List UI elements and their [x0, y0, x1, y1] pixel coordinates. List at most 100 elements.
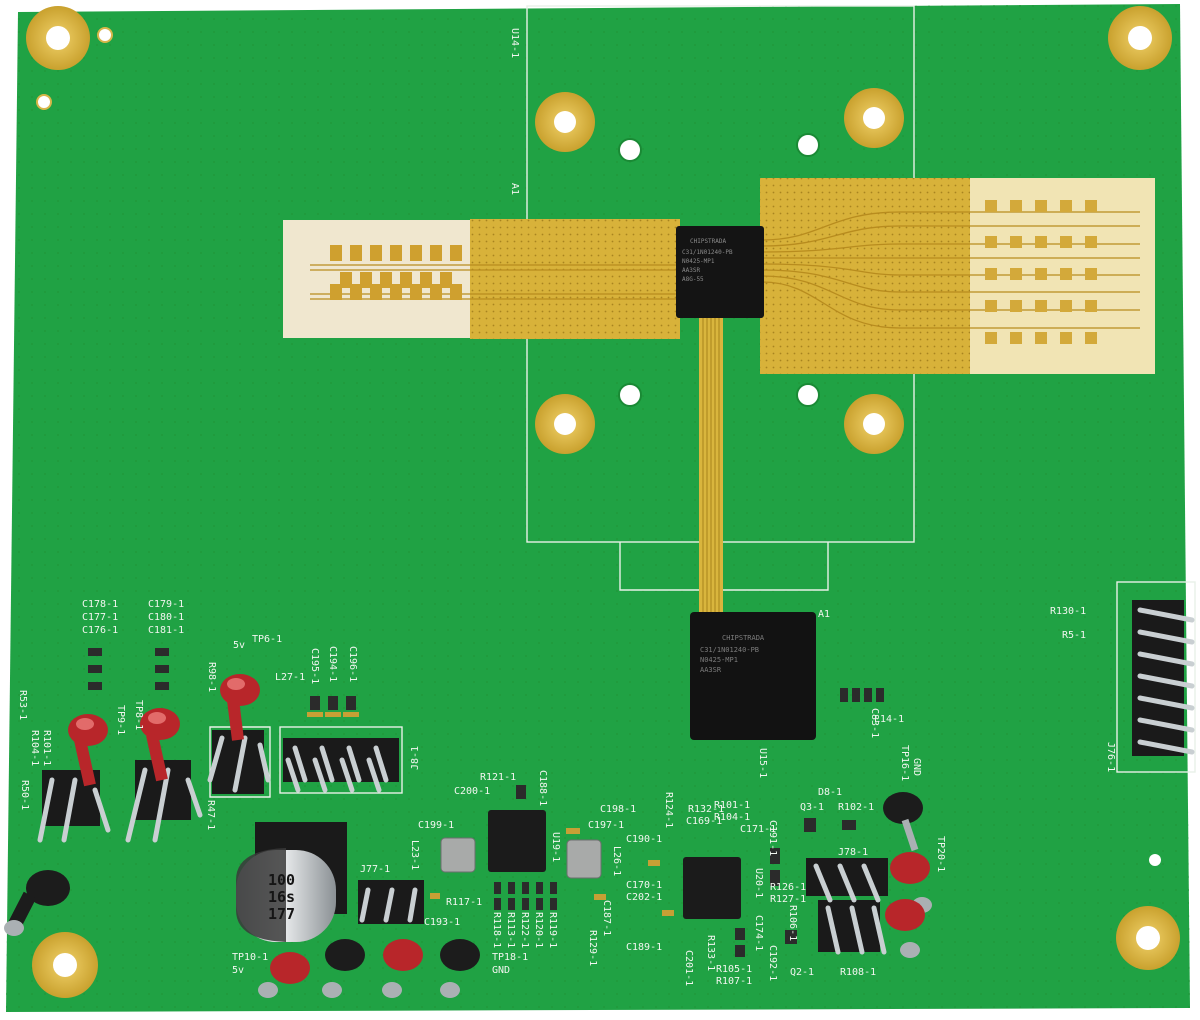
svg-text:R127-1: R127-1	[770, 894, 806, 905]
svg-text:R113-1: R113-1	[505, 912, 516, 948]
svg-text:R104-1: R104-1	[714, 812, 750, 823]
svg-text:C180-1: C180-1	[148, 612, 184, 623]
mounting-hole	[26, 6, 90, 70]
mounting-holes	[26, 6, 1180, 998]
svg-text:C179-1: C179-1	[148, 599, 184, 610]
svg-text:C178-1: C178-1	[82, 599, 118, 610]
svg-text:C198-1: C198-1	[600, 804, 636, 815]
rf-section-right	[760, 178, 1155, 374]
svg-text:U14-1: U14-1	[509, 28, 520, 58]
svg-text:100: 100	[268, 871, 295, 889]
svg-text:TP8-1: TP8-1	[133, 700, 144, 730]
svg-text:N0425-MP1: N0425-MP1	[700, 656, 738, 664]
svg-text:R126-1: R126-1	[770, 882, 806, 893]
svg-text:U15-1: U15-1	[757, 748, 768, 778]
svg-text:C174-1: C174-1	[753, 915, 764, 951]
svg-text:R120-1: R120-1	[533, 912, 544, 948]
mounting-hole	[1108, 6, 1172, 70]
svg-text:R122-1: R122-1	[519, 912, 530, 948]
svg-text:C200-1: C200-1	[454, 786, 490, 797]
svg-text:R47-1: R47-1	[205, 800, 216, 830]
svg-text:R106-1: R106-1	[787, 905, 798, 941]
rf-section-left	[283, 219, 680, 339]
svg-text:R124-1: R124-1	[663, 792, 674, 828]
svg-text:C191-1: C191-1	[767, 820, 778, 856]
mounting-hole	[535, 92, 595, 152]
test-points	[4, 674, 932, 998]
svg-text:L23-1: L23-1	[409, 840, 420, 870]
svg-text:C193-1: C193-1	[424, 917, 460, 928]
svg-text:R107-1: R107-1	[716, 976, 752, 987]
svg-text:R102-1: R102-1	[838, 802, 874, 813]
ic-top: CHIPSTRADA C31/1N01240-PB N0425-MP1 AA3S…	[676, 226, 764, 318]
svg-text:J78-1: J78-1	[838, 847, 868, 858]
svg-text:J8-1: J8-1	[410, 746, 421, 770]
small-ics	[440, 810, 741, 919]
svg-text:C176-1: C176-1	[82, 625, 118, 636]
svg-text:C83-1: C83-1	[869, 708, 880, 738]
svg-text:C188-1: C188-1	[537, 770, 548, 806]
svg-text:J76-1: J76-1	[1105, 742, 1116, 772]
test-point-red	[220, 674, 260, 741]
mounting-hole	[844, 394, 904, 454]
svg-text:Q3-1: Q3-1	[800, 802, 824, 813]
svg-text:TP6-1: TP6-1	[252, 634, 282, 645]
svg-text:AA3SR: AA3SR	[700, 666, 722, 674]
svg-text:C31/1N01240-PB: C31/1N01240-PB	[700, 646, 759, 654]
svg-text:R101-1: R101-1	[41, 730, 52, 766]
svg-text:C169-1: C169-1	[686, 816, 722, 827]
svg-text:C199-1: C199-1	[418, 820, 454, 831]
svg-text:TP10-1: TP10-1	[232, 952, 268, 963]
svg-text:R98-1: R98-1	[206, 662, 217, 692]
svg-text:R132-1: R132-1	[688, 804, 724, 815]
svg-text:L26-1: L26-1	[611, 846, 622, 876]
svg-text:C181-1: C181-1	[148, 625, 184, 636]
svg-text:L27-1: L27-1	[275, 672, 305, 683]
svg-text:C201-1: C201-1	[683, 950, 694, 986]
svg-text:R133-1: R133-1	[705, 935, 716, 971]
svg-text:L14-1: L14-1	[874, 714, 904, 725]
svg-text:TP20-1: TP20-1	[935, 836, 946, 872]
svg-text:C195-1: C195-1	[309, 648, 320, 684]
svg-text:D8-1: D8-1	[818, 787, 842, 798]
svg-text:C177-1: C177-1	[82, 612, 118, 623]
svg-text:C197-1: C197-1	[588, 820, 624, 831]
svg-text:5v: 5v	[233, 640, 245, 651]
svg-text:CHIPSTRADA: CHIPSTRADA	[722, 634, 765, 642]
mounting-hole	[535, 394, 595, 454]
svg-text:C170-1: C170-1	[626, 880, 662, 891]
svg-text:TP9-1: TP9-1	[115, 705, 126, 735]
test-point-red	[885, 899, 925, 958]
svg-text:A1: A1	[509, 183, 520, 195]
svg-text:R108-1: R108-1	[840, 967, 876, 978]
svg-text:C196-1: C196-1	[347, 646, 358, 682]
svg-text:C31/1N01240-PB: C31/1N01240-PB	[682, 249, 733, 256]
svg-text:Q2-1: Q2-1	[790, 967, 814, 978]
svg-text:R118-1: R118-1	[491, 912, 502, 948]
pin-header-j76	[1132, 600, 1195, 756]
test-point-red	[68, 714, 108, 787]
svg-text:U20-1: U20-1	[753, 868, 764, 898]
svg-text:GND: GND	[492, 965, 510, 976]
smd-components	[88, 648, 884, 957]
test-point-black	[322, 939, 365, 998]
svg-text:R130-1: R130-1	[1050, 606, 1086, 617]
mounting-hole	[32, 932, 98, 998]
svg-text:C190-1: C190-1	[626, 834, 662, 845]
svg-text:C187-1: C187-1	[601, 900, 612, 936]
mounting-hole	[1116, 906, 1180, 970]
test-point-black	[4, 870, 70, 936]
test-point-red	[382, 939, 423, 998]
svg-text:177: 177	[268, 905, 295, 923]
svg-text:R50-1: R50-1	[19, 780, 30, 810]
svg-text:R101-1: R101-1	[714, 800, 750, 811]
silkscreen-labels: U14-1 A1 A1 U15-1 C178-1 C177-1 C176-1 C…	[17, 28, 1116, 987]
svg-text:R117-1: R117-1	[446, 897, 482, 908]
svg-text:TP18-1: TP18-1	[492, 952, 528, 963]
mounting-hole	[844, 88, 904, 148]
test-point-red	[140, 708, 180, 782]
ic-bottom: CHIPSTRADA C31/1N01240-PB N0425-MP1 AA3S…	[690, 612, 816, 740]
svg-text:5v: 5v	[232, 965, 244, 976]
svg-text:CHIPSTRADA: CHIPSTRADA	[690, 238, 727, 245]
pin-header-j8	[283, 738, 399, 793]
